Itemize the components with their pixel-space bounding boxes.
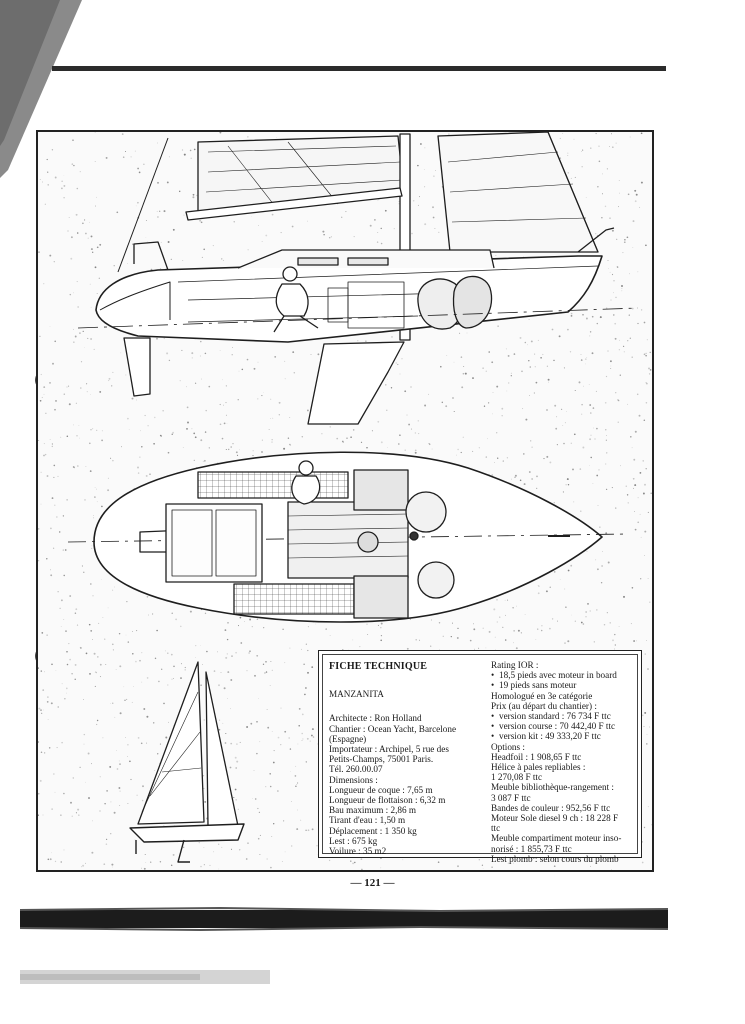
profile-view-drawing [77,132,639,425]
spec-line: Petits-Champs, 75001 Paris. [329,754,434,765]
spec-line: Options : [491,741,525,752]
spec-line: norisé : 1 855,73 F ttc [491,843,572,854]
deck-plan-drawing [67,451,629,623]
rating-item: •19 pieds sans moteur [491,680,577,691]
spec-line: (Espagne) [329,733,367,744]
sail-plan-drawing [129,661,245,863]
spec-line: 3 087 F ttc [491,792,531,803]
rating-item: •18,5 pieds avec moteur in board [491,670,617,681]
spec-line: Longueur de coque : 7,65 m [329,784,433,795]
spec-line: Moteur Sole diesel 9 ch : 18 228 F [491,813,619,824]
spec-box-inner-border [322,654,638,854]
bullet: • [491,670,495,681]
spec-line: Déplacement : 1 350 kg [329,825,417,836]
page-number: — 121 — [350,877,395,889]
spec-line: Tirant d'eau : 1,50 m [329,815,406,826]
top-rule [52,66,666,71]
bullet: • [491,711,495,722]
spec-line: ttc [491,823,501,834]
spec-line: Chantier : Ocean Yacht, Barcelone [329,723,457,734]
spec-line: Longueur de flottaison : 6,32 m [329,795,446,806]
price-item: •version kit : 49 333,20 F ttc [491,731,601,742]
boat-plans-drawing [67,132,639,863]
spec-line: Architecte : Ron Holland [329,713,422,724]
bottom-smudge [20,970,270,984]
bottom-print-band [20,906,668,932]
spec-line: Hélice à pales repliables : [491,762,586,773]
spec-line: Tél. 260.00.07 [329,764,383,775]
spec-left-column: FICHE TECHNIQUE MANZANITA Architecte : R… [329,661,457,857]
spec-line: 1 270,08 F ttc [491,772,543,783]
spec-line: Voilure : 35 m2 [329,846,387,857]
spec-box [318,650,642,858]
bullet: • [491,731,495,742]
spec-right-column: Rating IOR : •18,5 pieds avec moteur in … [491,660,621,864]
price-item: •version course : 70 442,40 F ttc [491,721,616,732]
boat-name: MANZANITA [329,689,384,700]
spec-line: Meuble bibliothèque-rangement : [491,782,614,793]
bullet: • [491,680,495,691]
spec-line: Headfoil : 1 908,65 F ttc [491,751,582,762]
spec-line: Lest : 675 kg [329,835,378,846]
folded-corner-shadow [0,0,82,178]
spec-line: Prix (au départ du chantier) : [491,700,597,711]
spec-line: Meuble compartiment moteur inso- [491,833,622,844]
spec-line: Dimensions : [329,774,378,785]
spec-line: Bau maximum : 2,86 m [329,805,417,816]
price-item: •version standard : 76 734 F ttc [491,711,611,722]
spec-heading: FICHE TECHNIQUE [329,661,428,672]
spec-line: Bandes de couleur : 952,56 F ttc [491,802,611,813]
spec-line: Importateur : Archipel, 5 rue des [329,744,449,755]
spec-line: Homologué en 3e catégorie [491,690,593,701]
spec-line: Rating IOR : [491,660,539,670]
bullet: • [491,721,495,732]
spec-line: Lest plomb : selon cours du plomb [491,853,619,864]
